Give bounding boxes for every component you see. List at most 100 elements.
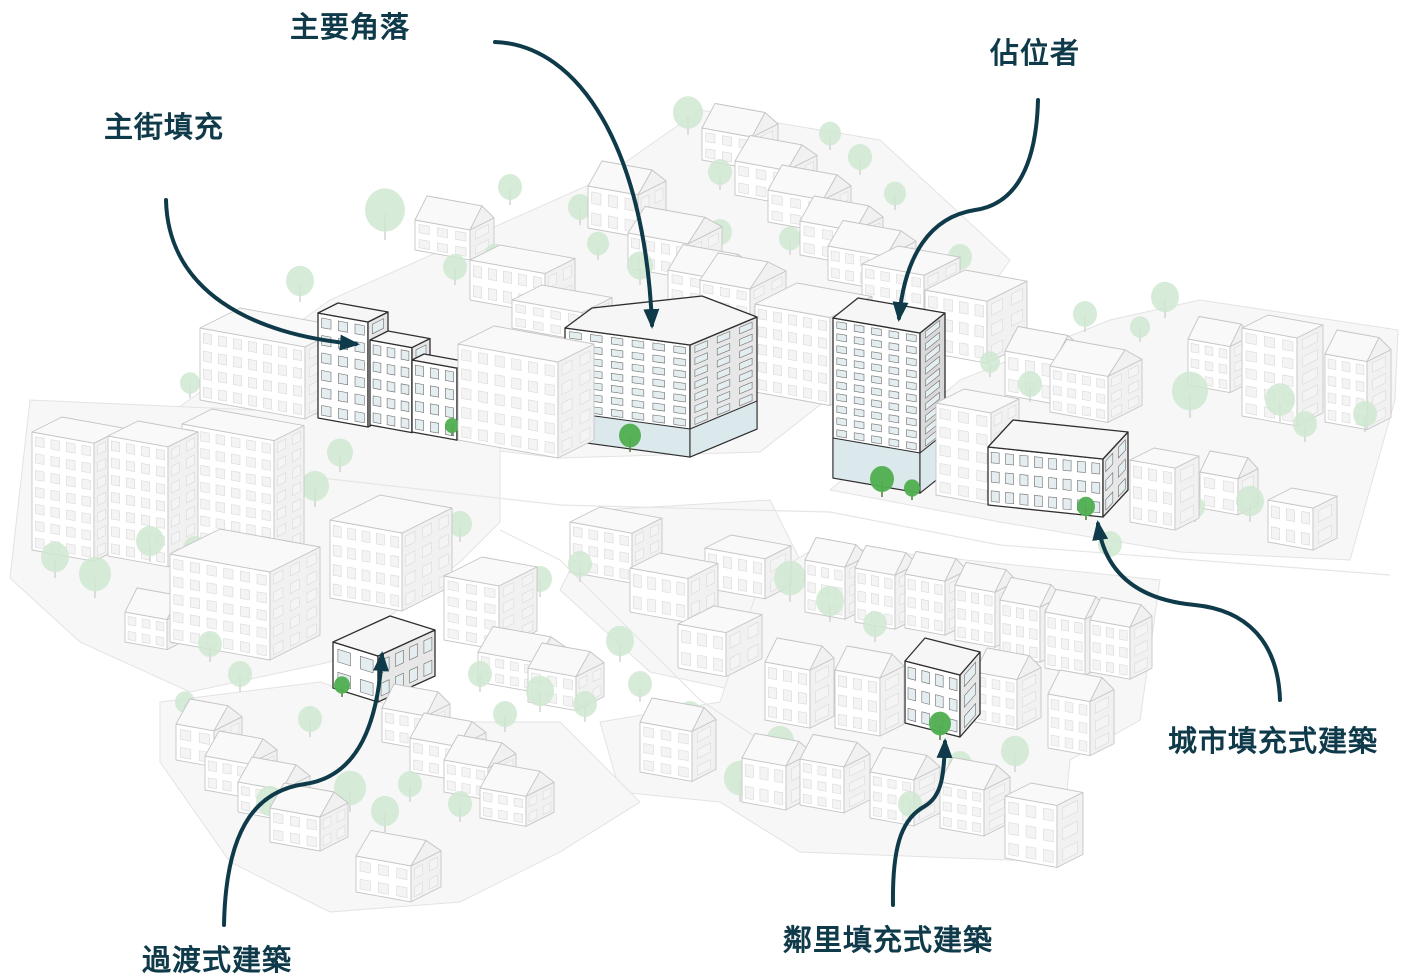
window [1067,372,1077,384]
window [906,405,917,415]
window [643,726,654,739]
window [372,395,382,407]
roof [369,330,431,349]
window [857,590,866,603]
window [887,809,897,820]
building [107,420,199,568]
window [1372,389,1386,407]
building [974,647,1042,731]
tree [606,625,634,662]
gable [785,740,813,767]
window [834,569,843,581]
window [661,578,671,594]
window [438,553,449,570]
window [289,578,301,594]
window [66,475,76,488]
window [832,783,842,795]
window [361,530,371,544]
window [400,349,410,361]
window [959,301,969,315]
window [1062,497,1072,511]
window [673,393,686,403]
window [321,405,332,418]
window [610,372,624,382]
window [631,411,645,421]
window [1062,841,1078,861]
window [845,270,855,282]
tree [568,194,592,225]
window [661,600,671,616]
window [240,570,250,583]
window [906,441,917,451]
window [888,414,900,424]
gable [822,174,852,201]
window [1190,343,1200,354]
window [907,614,916,627]
window [289,596,301,612]
tree-canopy [628,671,652,697]
window [907,578,916,591]
window [173,629,184,642]
tree [468,661,492,692]
window [386,397,396,410]
window [561,397,573,415]
window [66,492,76,505]
window [607,215,619,230]
window [990,451,1000,464]
tree-canopy [327,438,353,467]
window [934,601,943,614]
tree-canopy [819,121,841,146]
window [273,604,284,620]
window [321,317,332,330]
label-urban-infill: 城市填充式建築 [1168,724,1379,758]
window [521,604,534,620]
window [521,572,534,588]
window [461,782,471,794]
window [705,592,716,610]
window [248,358,258,371]
window [716,402,731,416]
window [703,284,714,295]
window [729,652,741,671]
window [306,587,317,604]
window [405,550,416,567]
window [472,265,483,279]
window [610,360,624,370]
window [240,588,250,601]
window [1204,345,1214,357]
window [444,406,455,419]
window [853,336,865,346]
window [1008,842,1019,857]
window [35,470,45,482]
window [771,194,783,206]
window [359,860,371,874]
window [494,412,505,426]
tree-canopy [848,144,872,170]
gable [994,569,1018,593]
tree-canopy [1077,496,1095,517]
window [1286,508,1295,522]
window [231,470,241,482]
roof [754,282,873,318]
window [292,402,303,416]
window [1047,635,1056,648]
window [990,490,1000,503]
window [1078,739,1088,752]
window [925,391,940,411]
window [428,856,439,872]
building [587,160,667,238]
window [767,686,778,700]
window [399,732,409,744]
window [292,366,303,380]
window [697,632,707,648]
window [817,337,828,349]
tree-canopy [334,770,366,806]
window [871,423,882,433]
window [461,368,472,382]
window [400,417,410,429]
window [378,882,389,895]
window [186,488,195,504]
window [708,232,719,248]
window [337,390,349,403]
window [1092,641,1101,654]
